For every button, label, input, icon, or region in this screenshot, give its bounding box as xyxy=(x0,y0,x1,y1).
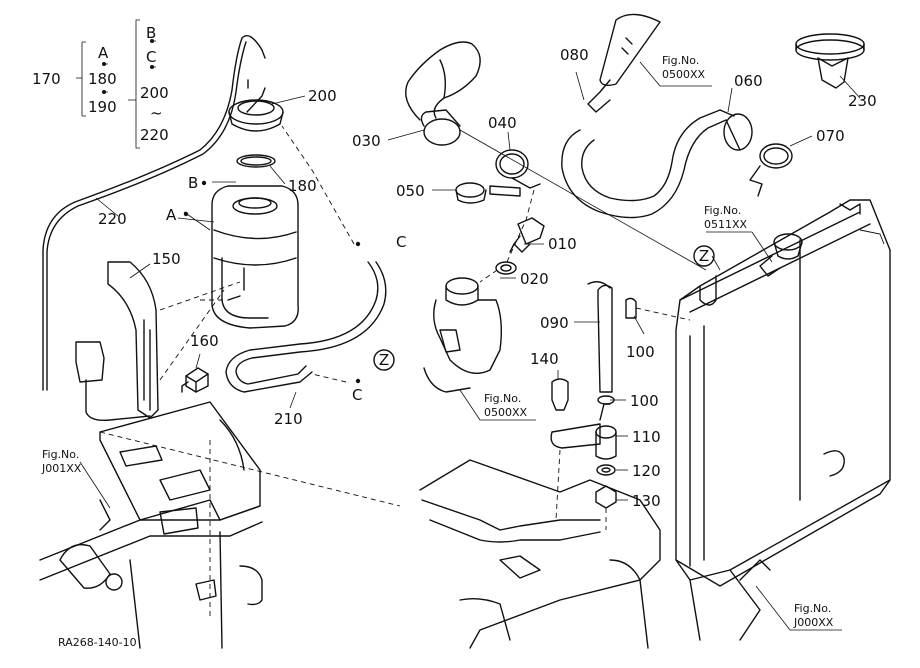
frame-left xyxy=(39,401,263,649)
callout-120: 120 xyxy=(632,462,661,480)
thermostat-housing xyxy=(423,277,503,393)
callout-130: 130 xyxy=(632,492,661,510)
callout-200b: 200 xyxy=(308,87,337,105)
fig-j001-line1: Fig.No. xyxy=(42,448,79,461)
callout-190: 190 xyxy=(88,98,117,116)
letter-Z-radiator: Z xyxy=(699,247,709,265)
hose-clip-080 xyxy=(587,13,661,113)
tank-cap xyxy=(228,79,284,132)
frame-right xyxy=(419,459,771,649)
clip-100-upper xyxy=(625,297,637,319)
callout-050: 050 xyxy=(396,182,425,200)
marker-dots xyxy=(102,39,361,384)
callout-180b: 180 xyxy=(288,177,317,195)
bolt-160 xyxy=(181,367,209,393)
callout-100b: 100 xyxy=(630,392,659,410)
callout-220b: 220 xyxy=(98,210,127,228)
letter-A-tank: A xyxy=(166,206,177,224)
fig-j000-line2: J000XX xyxy=(793,616,834,629)
callout-200a: 200 xyxy=(140,84,169,102)
overflow-pipe xyxy=(42,35,266,391)
drawing-code: RA268-140-10 xyxy=(58,636,137,649)
callout-060: 060 xyxy=(734,72,763,90)
callout-090: 090 xyxy=(540,314,569,332)
callout-230: 230 xyxy=(848,92,877,110)
hose-030 xyxy=(405,41,481,146)
callout-010: 010 xyxy=(548,235,577,253)
washer-020 xyxy=(495,261,517,275)
callout-040: 040 xyxy=(488,114,517,132)
letter-A-group: A xyxy=(98,44,109,62)
callout-210: 210 xyxy=(274,410,303,428)
fig-j001-line2: J001XX xyxy=(41,462,82,475)
letter-C-upper: C xyxy=(396,233,406,251)
tilde-group: ~ xyxy=(150,104,163,122)
sensor-010 xyxy=(509,217,545,253)
pipe-090 xyxy=(587,281,613,393)
plug-140 xyxy=(551,378,569,411)
band-230 xyxy=(795,33,865,89)
callout-020: 020 xyxy=(520,270,549,288)
letter-Z-radiator-circle xyxy=(693,245,715,267)
letter-B-group: B xyxy=(146,24,156,42)
hose-060 xyxy=(561,109,753,219)
fig-0511-line2: 0511XX xyxy=(704,218,748,231)
fig-0500-mid-line2: 0500XX xyxy=(484,406,528,419)
callout-180a: 180 xyxy=(88,70,117,88)
radiator-cap xyxy=(759,233,803,277)
fig-0500-top-line1: Fig.No. xyxy=(662,54,699,67)
callout-170: 170 xyxy=(32,70,61,88)
fig-0500-top-line2: 0500XX xyxy=(662,68,706,81)
callout-140: 140 xyxy=(530,350,559,368)
reserve-tank xyxy=(211,185,299,329)
callout-080: 080 xyxy=(560,46,589,64)
stay-110 xyxy=(550,395,617,460)
radiator xyxy=(675,199,891,587)
callout-150: 150 xyxy=(152,250,181,268)
callout-220a: 220 xyxy=(140,126,169,144)
letter-Z-hose: Z xyxy=(379,351,389,369)
washer-120 xyxy=(596,464,616,476)
callout-070: 070 xyxy=(816,127,845,145)
clamp-040 xyxy=(495,149,541,189)
letter-C-group: C xyxy=(146,48,156,66)
letter-B-packing: B xyxy=(188,174,198,192)
callout-110: 110 xyxy=(632,428,661,446)
callout-160: 160 xyxy=(190,332,219,350)
bracket-150 xyxy=(75,261,159,422)
fig-0511-line1: Fig.No. xyxy=(704,204,741,217)
callout-100a: 100 xyxy=(626,343,655,361)
letter-Z-hose-circle xyxy=(373,349,395,371)
hose-210 xyxy=(225,261,379,393)
clamp-070 xyxy=(749,143,793,197)
fig-j000-line1: Fig.No. xyxy=(794,602,831,615)
callout-030: 030 xyxy=(352,132,381,150)
letter-C-lower: C xyxy=(352,386,362,404)
leader-lines xyxy=(76,19,861,631)
packing-ring xyxy=(236,154,276,168)
fig-0500-mid-line1: Fig.No. xyxy=(484,392,521,405)
clamp-050 xyxy=(455,182,521,204)
